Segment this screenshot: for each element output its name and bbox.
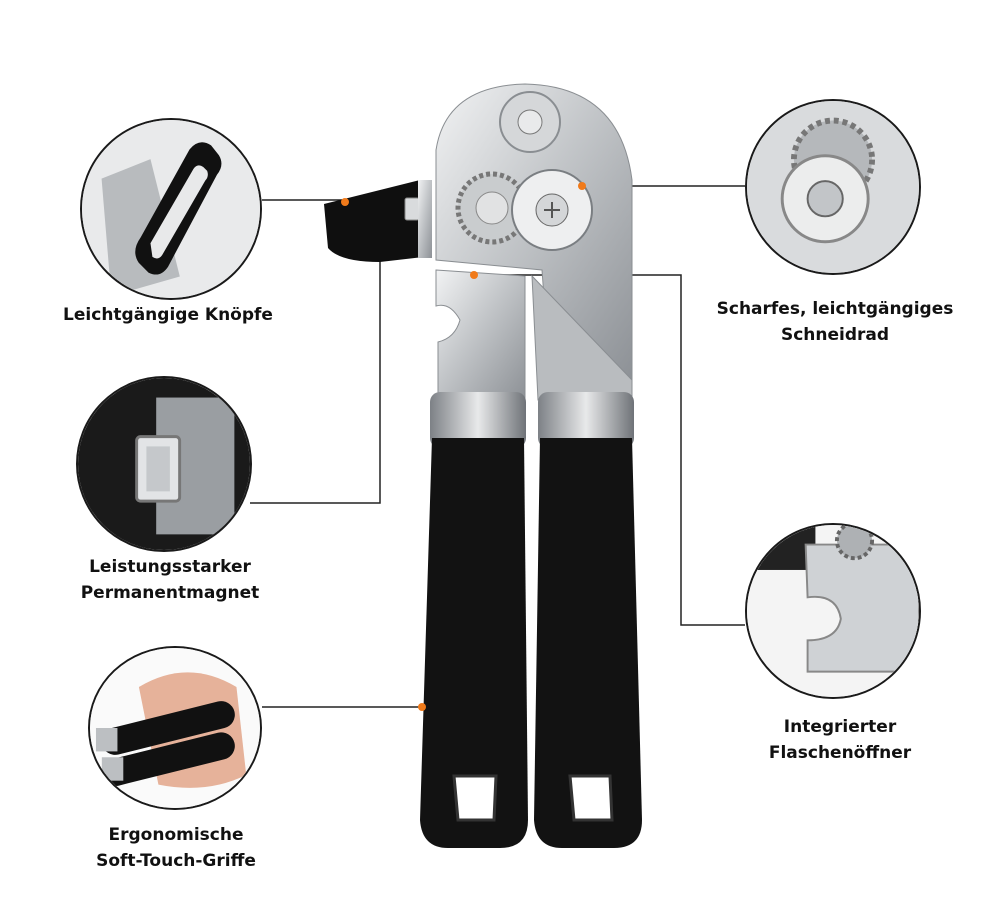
- label-grips-line2: Soft-Touch-Griffe: [96, 851, 256, 871]
- label-opener-line2: Flaschenöffner: [768, 743, 912, 763]
- hand-grip-closeup: [88, 646, 262, 810]
- hand-grip-icon: [90, 648, 260, 808]
- magnet-closeup-icon: [78, 378, 250, 550]
- label-opener-line1: Integrierter: [783, 717, 897, 737]
- bottle-opener-closeup: [745, 523, 921, 699]
- can-opener-icon: [324, 83, 642, 848]
- label-magnet-line2: Permanentmagnet: [80, 583, 260, 603]
- label-buttons-line1: Leichtgängige Knöpfe: [63, 305, 273, 325]
- button-closeup-icon: [82, 120, 260, 298]
- button-closeup: [80, 118, 262, 300]
- label-grips: Ergonomische Soft-Touch-Griffe: [56, 822, 296, 874]
- cutting-wheel-closeup: [745, 99, 921, 275]
- label-magnet: Leistungsstarker Permanentmagnet: [50, 554, 290, 606]
- bottle-opener-icon: [747, 525, 919, 697]
- label-wheel-line1: Scharfes, leichtgängiges: [716, 299, 954, 319]
- label-wheel: Scharfes, leichtgängiges Schneidrad: [700, 296, 970, 348]
- label-buttons: Leichtgängige Knöpfe: [58, 302, 278, 328]
- label-grips-line1: Ergonomische: [108, 825, 244, 845]
- magnet-closeup: [76, 376, 252, 552]
- label-magnet-line1: Leistungsstarker: [89, 557, 251, 577]
- label-wheel-line2: Schneidrad: [780, 325, 890, 345]
- label-opener: Integrierter Flaschenöffner: [720, 714, 960, 766]
- cutting-wheel-icon: [747, 101, 919, 273]
